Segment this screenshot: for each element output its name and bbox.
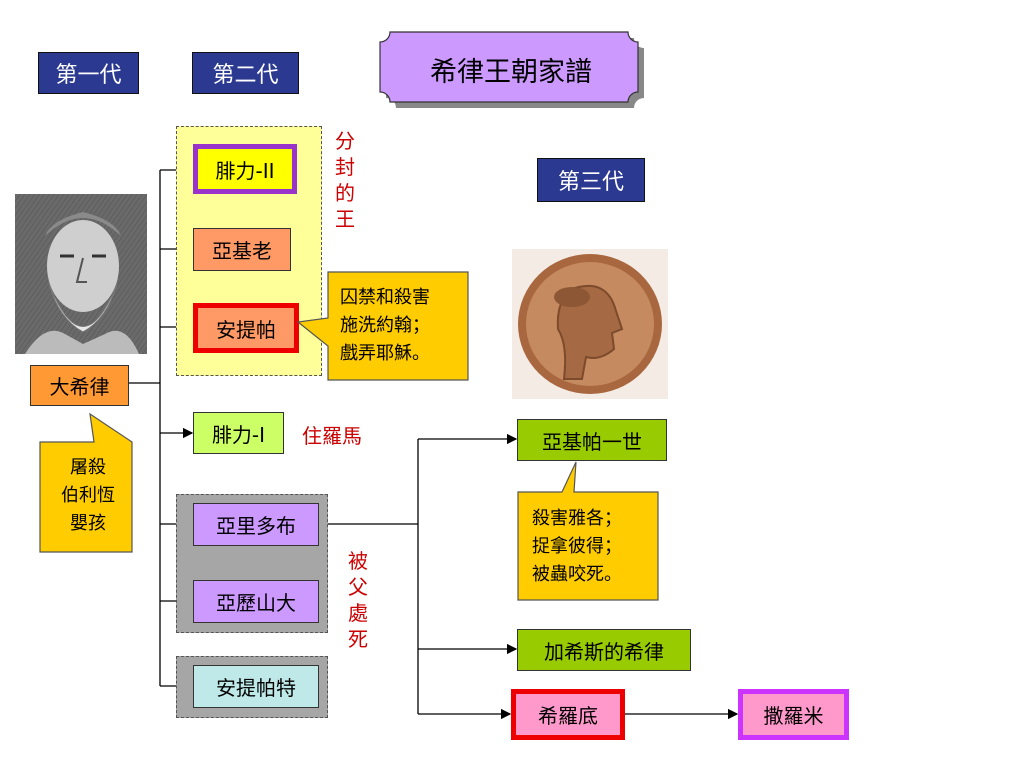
agrippa-callout-text: 殺害雅各； 捉拿彼得； 被蟲咬死。 [532,508,622,585]
agrippa-i-box[interactable]: 亞基帕一世 [517,419,667,461]
herod-the-great-box[interactable]: 大希律 [30,365,129,406]
coin-image [512,249,668,399]
archelaus-box[interactable]: 亞基老 [193,228,291,271]
antipater-box[interactable]: 安提帕特 [193,665,319,708]
antipas-callout-bubble [296,271,469,381]
generation-3-label: 第三代 [537,158,645,202]
herod-callout-text: 屠殺 伯利恆 嬰孩 [61,457,115,534]
antipas-box[interactable]: 安提帕 [193,303,299,353]
herodias-box[interactable]: 希羅底 [511,689,625,740]
antipas-callout-text: 囚禁和殺害 施洗約翰； 戲弄耶穌。 [340,287,430,364]
lived-in-rome-label: 住羅馬 [302,424,362,448]
generation-1-label: 第一代 [38,52,139,94]
philip-i-box[interactable]: 腓力-I [193,412,284,454]
executed-by-father-label: 被 父 處 死 [348,549,368,651]
page-title: 希律王朝家譜 [430,56,592,88]
aristobulus-box[interactable]: 亞里多布 [193,503,319,546]
tetrarch-label: 分 封 的 王 [335,129,355,231]
alexander-box[interactable]: 亞歷山大 [193,580,319,623]
agrippa-callout-bubble [517,461,659,601]
title-plaque [379,31,644,108]
philip-ii-box[interactable]: 腓力-II [193,144,297,194]
herod-portrait-image [15,194,147,354]
herod-callout-bubble [39,412,133,553]
salome-box[interactable]: 撒羅米 [738,689,849,740]
herod-of-chalcis-box[interactable]: 加希斯的希律 [517,629,691,671]
generation-2-label: 第二代 [192,52,299,94]
